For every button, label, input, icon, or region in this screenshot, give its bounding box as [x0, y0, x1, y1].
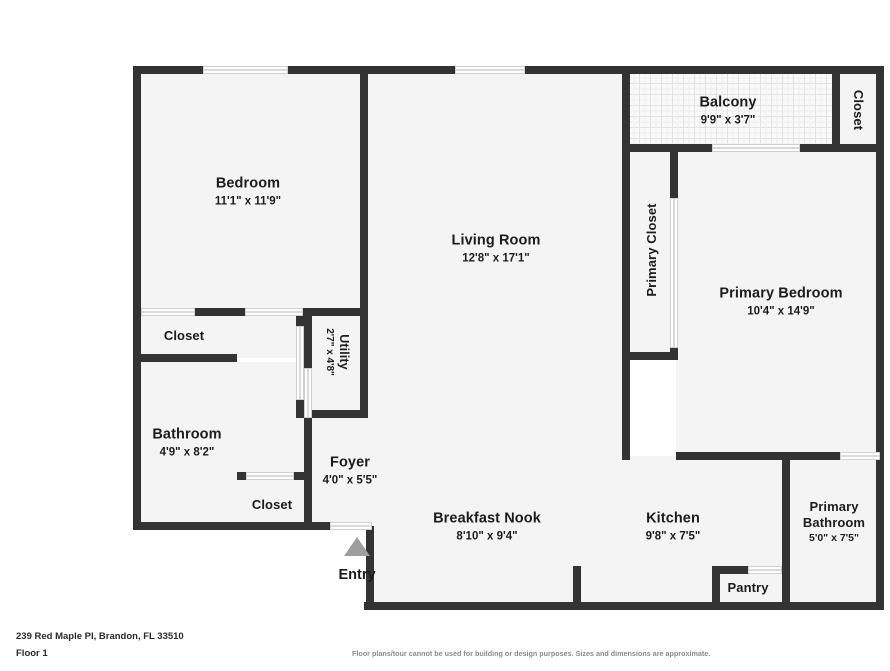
entry-arrow-icon — [344, 537, 370, 556]
wall-primary-bedroom-bottom — [676, 452, 884, 460]
room-label-closet-hall: Closet — [252, 497, 292, 513]
wall-closet-bedroom-bottom — [133, 354, 237, 362]
room-label-closet-balcony: Closet — [850, 90, 866, 130]
door-bathroom — [304, 368, 312, 418]
disclaimer-text: Floor plans/tour cannot be used for buil… — [352, 649, 711, 658]
room-name: Closet — [251, 497, 293, 513]
door-pantry — [748, 566, 782, 574]
floor-plan-canvas[interactable]: Bedroom 11'1" x 11'9" Living Room 12'8" … — [0, 0, 890, 640]
slab-living-room — [366, 72, 628, 528]
room-dimensions: 11'1" x 11'9" — [214, 195, 282, 208]
wall-closet-balcony-left — [832, 66, 840, 152]
room-name: Primary Closet — [644, 203, 660, 297]
room-label-living-room: Living Room 12'8" x 17'1" — [452, 233, 541, 266]
room-dimensions: 5'0" x 7'5" — [809, 531, 859, 544]
slab-primary-bathroom — [784, 456, 884, 608]
wall-bedroom-living — [360, 66, 368, 316]
window-bedroom — [203, 66, 288, 74]
room-label-primary-bathroom: Primary Bathroom 5'0" x 7'5" — [803, 499, 865, 545]
wall-pantry-left — [712, 566, 720, 610]
room-label-foyer: Foyer 4'0" x 5'5" — [323, 455, 378, 488]
room-dimensions: 4'9" x 8'2" — [159, 446, 215, 459]
slab-foyer — [310, 416, 370, 528]
room-dimensions: 12'8" x 17'1" — [462, 252, 530, 265]
room-dimensions: 2'7" x 4'8" — [323, 328, 335, 376]
door-closet-bedroom — [141, 308, 195, 316]
slab-primary-bedroom — [676, 150, 884, 460]
wall-utility-right — [360, 312, 368, 418]
floor-label: Floor 1 — [16, 648, 48, 659]
wall-exterior-left — [133, 66, 141, 530]
room-dimensions: 9'8" x 7'5" — [645, 530, 701, 543]
door-balcony-slider — [712, 144, 800, 152]
room-dimensions: 9'9" x 3'7" — [700, 114, 756, 127]
room-dimensions: 10'4" x 14'9" — [747, 305, 815, 318]
footer: 239 Red Maple Pl, Brandon, FL 33510 Floo… — [0, 627, 890, 671]
room-name: Pantry — [727, 580, 769, 596]
wall-exterior-top-left — [133, 66, 628, 74]
wall-exterior-bottom — [364, 602, 884, 610]
slab-closet-hall — [243, 478, 312, 528]
window-living-room — [455, 66, 525, 74]
room-label-bedroom: Bedroom 11'1" x 11'9" — [215, 176, 281, 209]
door-closet-hall — [246, 472, 294, 480]
wall-exterior-right-upper — [876, 66, 884, 460]
property-address: 239 Red Maple Pl, Brandon, FL 33510 — [16, 631, 184, 642]
slab-pantry — [718, 570, 784, 608]
wall-bottom-left — [133, 522, 370, 530]
wall-exterior-right-lower — [876, 452, 884, 610]
room-name: Kitchen — [646, 510, 700, 527]
slab-bedroom — [140, 72, 362, 312]
room-label-primary-closet: Primary Closet — [644, 203, 660, 296]
room-label-balcony: Balcony 9'9" x 3'7" — [699, 95, 756, 128]
wall-kitchen-primary-bath — [782, 452, 790, 610]
room-name: Living Room — [451, 232, 541, 249]
wall-utility-bottom — [296, 410, 368, 418]
room-name: Primary Bedroom — [719, 285, 843, 302]
slab-closet-bedroom — [140, 314, 310, 358]
room-name: Utility — [337, 334, 352, 370]
wall-closet-balcony-bottom — [832, 144, 884, 152]
room-name: Bathroom — [152, 426, 222, 443]
door-bedroom-hall — [245, 308, 303, 316]
wall-living-right — [622, 66, 630, 460]
entry-label: Entry — [338, 567, 376, 583]
room-label-closet-bedroom: Closet — [164, 328, 204, 344]
room-name: Breakfast Nook — [433, 510, 541, 527]
room-label-primary-bedroom: Primary Bedroom 10'4" x 14'9" — [719, 286, 842, 319]
room-name: Bedroom — [215, 175, 281, 192]
wall-closet-hall-right — [304, 472, 312, 530]
room-name: Primary Bathroom — [802, 499, 866, 531]
room-dimensions: 8'10" x 9'4" — [456, 530, 518, 543]
door-entry — [330, 522, 372, 530]
room-dimensions: 4'0" x 5'5" — [322, 474, 378, 487]
slab-utility — [302, 314, 368, 416]
wall-nook-kitchen-stub — [573, 566, 581, 610]
wall-bathroom-right — [304, 312, 312, 530]
door-utility — [296, 326, 304, 400]
wall-exterior-top-right — [622, 66, 884, 74]
wall-primary-closet-bottom — [622, 352, 678, 360]
room-label-utility: Utility 2'7" x 4'8" — [323, 328, 351, 376]
room-name: Foyer — [330, 454, 370, 471]
wall-foyer-right — [366, 526, 374, 610]
room-label-bathroom: Bathroom 4'9" x 8'2" — [152, 427, 221, 460]
room-label-kitchen: Kitchen 9'8" x 7'5" — [646, 511, 701, 544]
room-name: Closet — [163, 328, 205, 344]
door-primary-closet — [670, 198, 678, 348]
room-label-pantry: Pantry — [727, 580, 768, 596]
room-label-breakfast-nook: Breakfast Nook 8'10" x 9'4" — [433, 511, 541, 544]
slab-balcony — [628, 72, 832, 150]
room-name: Balcony — [699, 94, 757, 111]
room-name: Closet — [850, 89, 866, 131]
door-primary-bathroom — [840, 452, 880, 460]
